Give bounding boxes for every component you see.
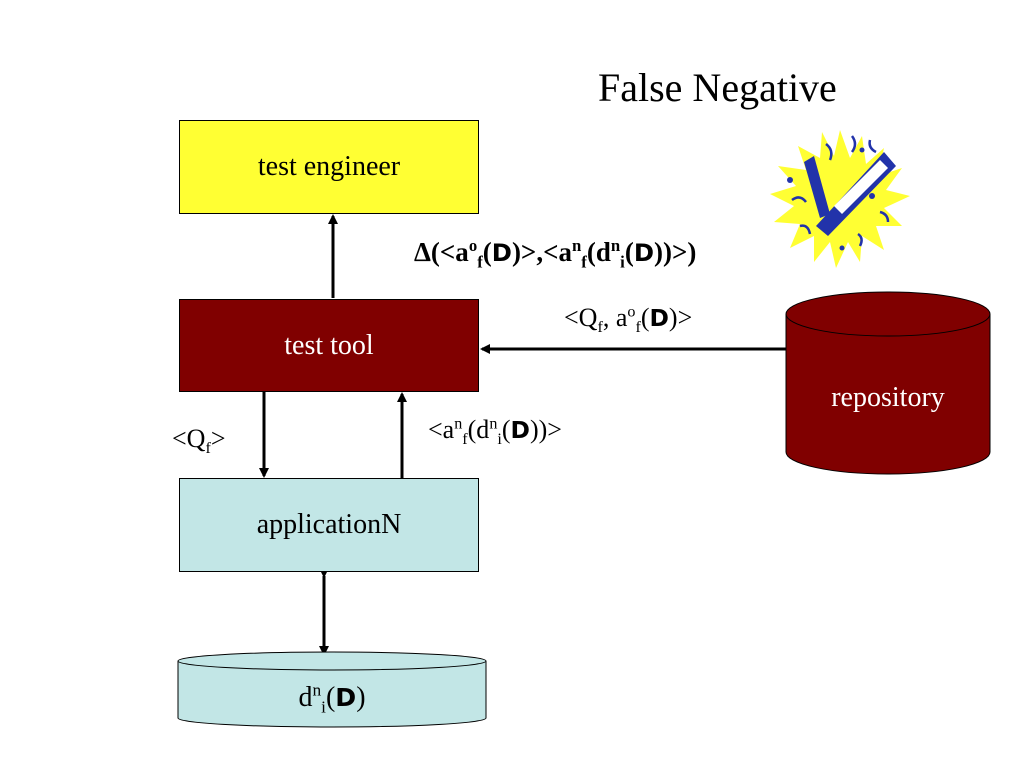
repository-message-label: <Qf, aof(D)> bbox=[564, 303, 693, 337]
repository-label: repository bbox=[786, 384, 990, 412]
application-label: applicationN bbox=[256, 509, 402, 540]
test-engineer-box: test engineer bbox=[179, 120, 479, 214]
delta-comparison-label: Δ(<aof(D)>,<anf(dni(D))>) bbox=[414, 236, 697, 272]
repository-text: repository bbox=[831, 382, 945, 413]
repository-cylinder bbox=[785, 291, 991, 475]
test-tool-label: test tool bbox=[284, 329, 374, 361]
test-tool-box: test tool bbox=[179, 299, 479, 392]
application-box: applicationN bbox=[179, 478, 479, 572]
database-cylinder bbox=[177, 651, 487, 728]
database-label: dni(D) bbox=[298, 680, 366, 717]
page-title: False Negative bbox=[598, 65, 837, 110]
celebration-clipart-icon bbox=[770, 130, 910, 268]
test-engineer-label: test engineer bbox=[257, 151, 401, 182]
answer-message-label: <anf(dni(D))> bbox=[428, 415, 562, 449]
query-message-label: <Qf> bbox=[172, 424, 226, 458]
